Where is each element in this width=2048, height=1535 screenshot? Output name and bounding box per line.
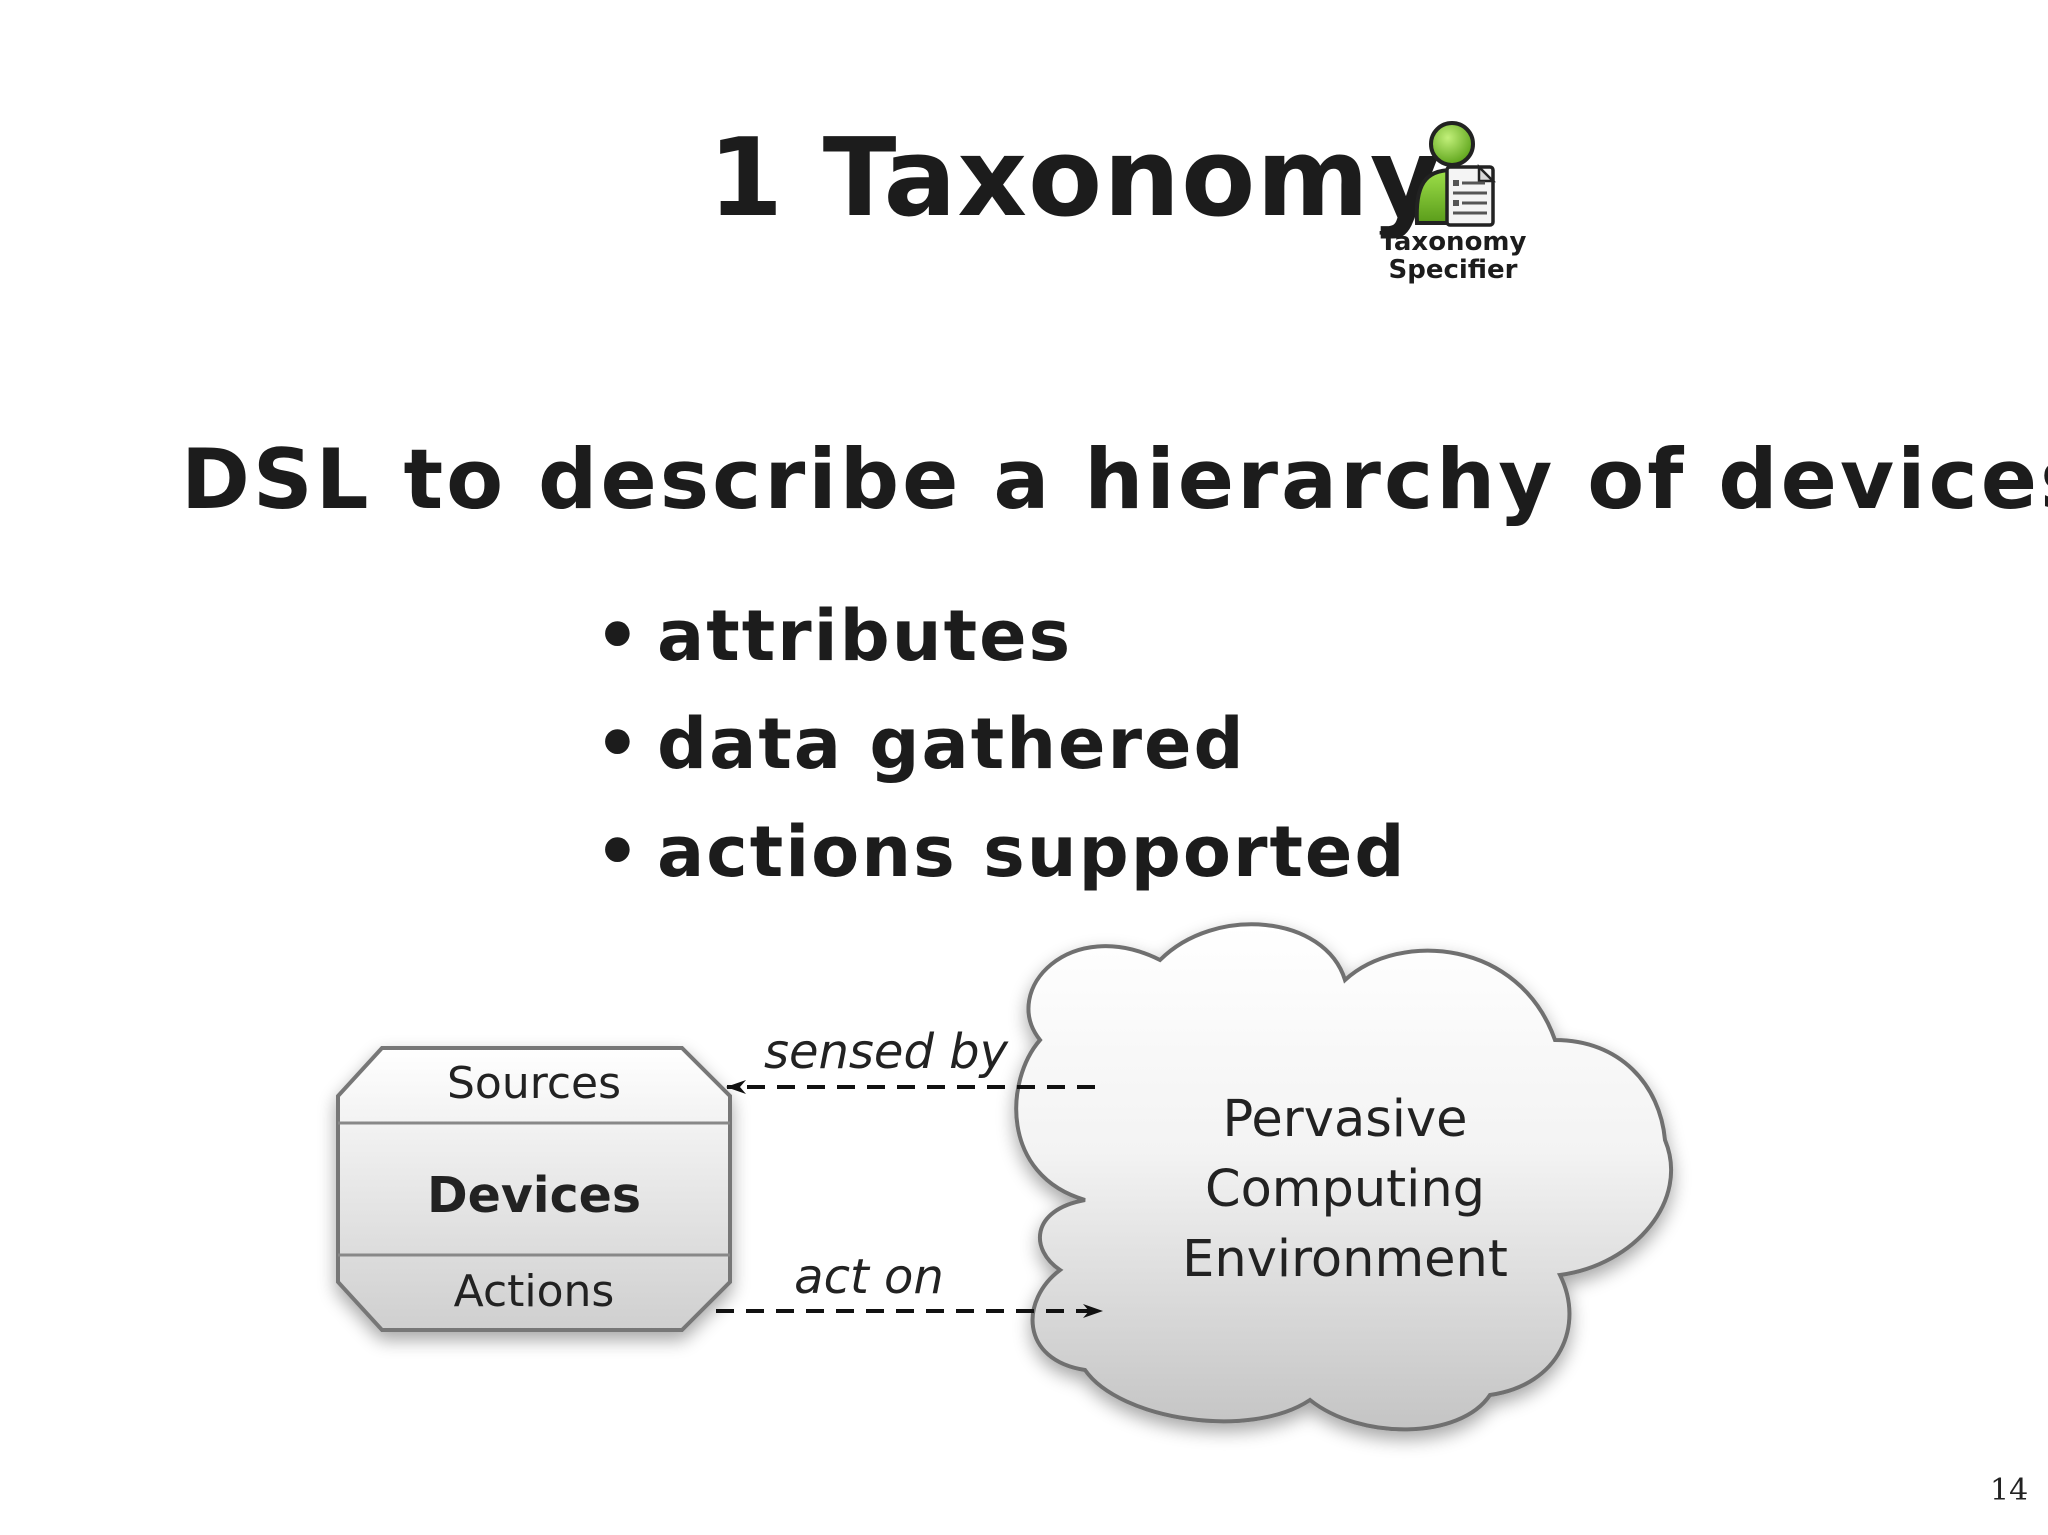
cloud-line1: Pervasive bbox=[1222, 1090, 1467, 1149]
bullet-item: •actions supported bbox=[595, 798, 1407, 906]
device-box-sources: Sources bbox=[447, 1058, 621, 1109]
page-number: 14 bbox=[1990, 1473, 2029, 1508]
role-badge-label: Taxonomy Specifier bbox=[1368, 228, 1538, 284]
bullet-text: data gathered bbox=[657, 703, 1246, 785]
bullet-item: •data gathered bbox=[595, 690, 1407, 798]
cloud-line3: Environment bbox=[1182, 1230, 1508, 1289]
device-box-devices: Devices bbox=[427, 1167, 641, 1224]
bullet-glyph: • bbox=[595, 811, 642, 893]
bullet-text: actions supported bbox=[657, 811, 1407, 893]
role-badge-line1: Taxonomy bbox=[1379, 227, 1527, 257]
environment-cloud bbox=[1014, 922, 1674, 1432]
device-box-actions: Actions bbox=[454, 1266, 615, 1317]
person-document-icon bbox=[1414, 121, 1497, 227]
bullet-text: attributes bbox=[657, 595, 1073, 677]
cloud-line2: Computing bbox=[1205, 1160, 1485, 1219]
device-box bbox=[336, 1046, 732, 1332]
slide-title: 1 Taxonomy bbox=[708, 116, 1442, 241]
role-badge-line2: Specifier bbox=[1388, 255, 1518, 285]
bullet-glyph: • bbox=[595, 703, 642, 785]
slide-subtitle: DSL to describe a hierarchy of devices bbox=[181, 431, 2048, 528]
sensed-by-label: sensed by bbox=[764, 1024, 1009, 1080]
bullet-glyph: • bbox=[595, 595, 642, 677]
bullet-item: •attributes bbox=[595, 582, 1407, 690]
bullet-list: •attributes •data gathered •actions supp… bbox=[595, 582, 1407, 906]
act-on-label: act on bbox=[794, 1249, 944, 1305]
